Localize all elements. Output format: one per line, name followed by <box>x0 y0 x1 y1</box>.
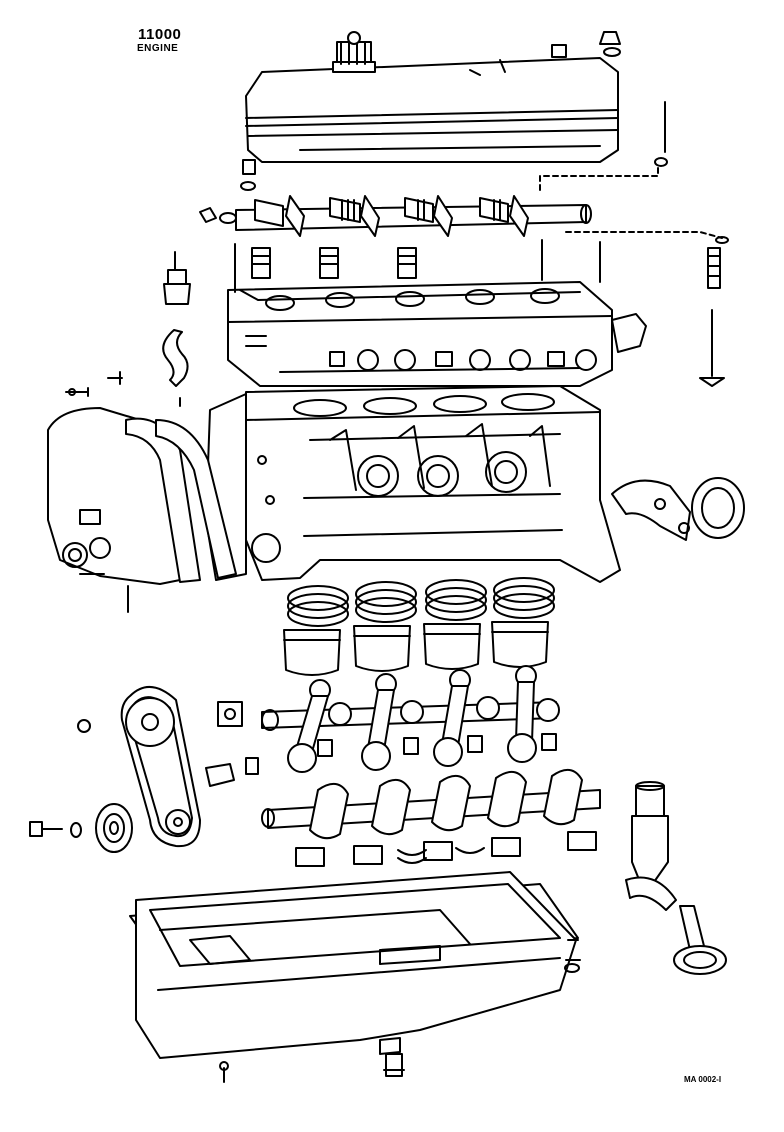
lifting-hook[interactable] <box>163 330 187 386</box>
oil-pan[interactable] <box>136 872 576 1058</box>
oil-filler-cap[interactable] <box>333 32 375 72</box>
thermostat-housing[interactable] <box>612 314 646 352</box>
crankshaft[interactable] <box>262 770 600 838</box>
illustration-reference: MA 0002-I <box>684 1075 722 1084</box>
rocker-shaft-assembly[interactable] <box>236 196 591 236</box>
spark-plug[interactable] <box>164 252 190 304</box>
oil-pan-bolts[interactable] <box>220 940 580 1082</box>
rear-oil-seal-retainer[interactable] <box>612 481 690 540</box>
timing-cover-gasket[interactable] <box>126 419 236 582</box>
chain-tensioner[interactable] <box>78 702 258 786</box>
crankshaft-sprocket[interactable] <box>166 810 190 834</box>
bolts-left[interactable] <box>66 372 180 612</box>
part-group-title: ENGINE <box>137 43 179 54</box>
intake-valve[interactable] <box>700 237 728 386</box>
cylinder-head[interactable] <box>228 282 612 386</box>
timing-chain-cover[interactable] <box>48 408 180 584</box>
oil-strainer[interactable] <box>674 906 726 974</box>
piston-rings[interactable] <box>288 578 554 626</box>
part-group-code: 11000 <box>138 26 182 43</box>
camshaft[interactable] <box>262 697 559 730</box>
rocker-spring[interactable] <box>200 160 255 223</box>
con-rod-bearings[interactable] <box>318 734 556 756</box>
valve-cover[interactable] <box>246 58 618 162</box>
rear-oil-seal[interactable] <box>692 478 744 538</box>
leader-line <box>540 164 658 190</box>
pistons[interactable] <box>284 622 548 675</box>
main-bearings[interactable] <box>296 832 596 866</box>
leader-line <box>566 232 722 238</box>
crankshaft-pulley[interactable] <box>96 804 132 852</box>
cylinder-block[interactable] <box>246 386 620 582</box>
connecting-rods[interactable] <box>288 666 536 772</box>
oil-pump[interactable] <box>626 782 676 910</box>
drain-plug[interactable] <box>384 1054 404 1076</box>
head-bolts[interactable] <box>235 102 667 292</box>
cover-nut[interactable] <box>552 32 620 57</box>
valve-springs[interactable] <box>252 248 416 278</box>
pulley-bolt[interactable] <box>30 822 81 837</box>
camshaft-sprocket[interactable] <box>126 698 174 746</box>
